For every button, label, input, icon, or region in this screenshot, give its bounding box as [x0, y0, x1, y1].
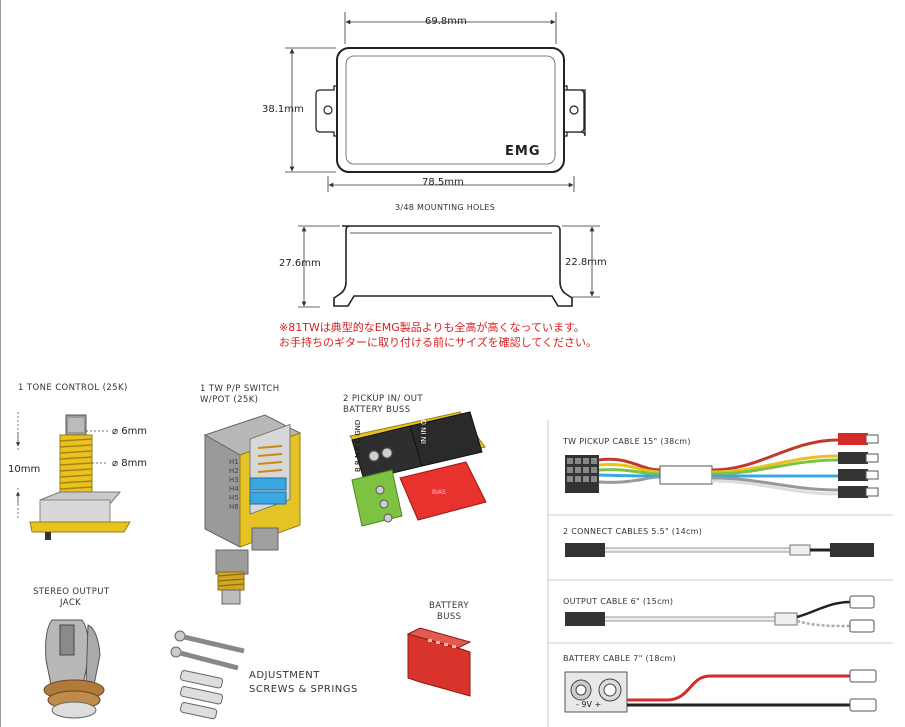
switch-blue-slots: [249, 477, 287, 505]
buss-label-gnd: GND: [354, 419, 362, 436]
dimension-width-bottom: [327, 176, 575, 192]
pp-switch: [203, 414, 302, 605]
buss-red-label: BIAS: [432, 489, 446, 496]
label-side-left: 27.6mm: [279, 258, 321, 269]
diameter-icon: ⌀: [112, 458, 122, 469]
diameter-icon: ⌀: [112, 426, 122, 437]
buss-top-label-in-1: IN: [420, 436, 428, 444]
label-battery-buss-2: BUSS: [437, 612, 462, 622]
switch-label-h2: H2: [229, 467, 239, 475]
pickup-side-view: [333, 225, 573, 307]
label-8mm-value: 8mm: [121, 458, 148, 469]
dimension-side-left: [298, 225, 340, 308]
tone-pot: [29, 414, 131, 540]
label-width-top: 69.8mm: [425, 16, 467, 27]
switch-h-labels: H1 H2 H3 H4 H5 H6: [229, 458, 239, 512]
cable-dividers: [547, 420, 893, 727]
buss-label-b: B: [354, 467, 362, 472]
connect-cable: [565, 543, 874, 557]
switch-label-h3: H3: [229, 476, 239, 484]
label-width-bottom: 78.5mm: [422, 177, 464, 188]
label-switch-2: W/POT (25K): [200, 395, 259, 405]
label-mounting: 3/48 MOUNTING HOLES: [395, 203, 496, 212]
label-buss-1: 2 PICKUP IN/ OUT: [343, 394, 424, 404]
buss-top-label-out: OUT: [420, 409, 428, 425]
dimension-width-top: [344, 12, 557, 44]
buss-label-o: O: [354, 438, 362, 444]
label-switch-1: 1 TW P/P SWITCH: [200, 384, 280, 394]
label-screws-1: ADJUSTMENT: [249, 670, 320, 681]
stereo-jack: [43, 619, 105, 719]
switch-pins: [257, 445, 283, 473]
label-height-left: 38.1mm: [262, 104, 304, 115]
label-battery-buss-1: BATTERY: [429, 601, 469, 611]
switch-label-h4: H4: [229, 485, 239, 493]
label-8mm: ⌀ 8mm: [112, 458, 147, 469]
buss-top-labels: IN IN OUT: [420, 410, 428, 444]
label-tw-pickup-cable: TW PICKUP CABLE 15" (38cm): [563, 437, 691, 446]
emg-logo: EMG: [505, 144, 541, 159]
battery-buss: [406, 627, 472, 697]
note-line-2: お手持ちのギターに取り付ける前にサイズを確認してください。: [279, 336, 598, 349]
label-jack-2: JACK: [60, 598, 82, 608]
pot-dimension-lines: [86, 430, 108, 464]
screws-and-springs: [170, 630, 245, 720]
buss-label-r: R: [354, 460, 362, 465]
label-6mm: ⌀ 6mm: [112, 426, 147, 437]
label-tone-control: 1 TONE CONTROL (25K): [18, 383, 128, 393]
label-side-right: 22.8mm: [565, 257, 607, 268]
label-6mm-value: 6mm: [121, 426, 148, 437]
output-cable: [565, 595, 875, 633]
pickup-buss: [349, 411, 487, 527]
left-border: [0, 0, 1, 727]
dimension-height-left: [285, 47, 336, 173]
label-connect-cables: 2 CONNECT CABLES 5.5" (14cm): [563, 527, 703, 536]
label-screws-2: SCREWS & SPRINGS: [249, 684, 358, 695]
battery-cable: [564, 669, 877, 713]
buss-top-label-in-2: IN: [420, 427, 428, 435]
dimension-side-right: [562, 225, 600, 298]
label-battery-cable: BATTERY CABLE 7" (18cm): [563, 654, 676, 663]
buss-side-labels: B R N K O GND: [354, 420, 362, 472]
note-line-1: ※81TWは典型的なEMG製品よりも全高が高くなっています。: [279, 321, 585, 334]
buss-label-n: N: [354, 452, 362, 458]
switch-label-h6: H6: [229, 503, 239, 511]
buss-label-k: K: [354, 445, 362, 451]
label-jack-1: STEREO OUTPUT: [33, 587, 110, 597]
switch-label-h5: H5: [229, 494, 239, 502]
switch-label-h1: H1: [229, 458, 239, 466]
pickup-top-view: [315, 47, 586, 173]
label-buss-2: BATTERY BUSS: [343, 405, 411, 415]
battery-9v-label: - 9V +: [576, 700, 602, 709]
tw-pickup-cable: [565, 433, 879, 498]
label-10mm: 10mm: [8, 464, 41, 475]
label-output-cable: OUTPUT CABLE 6" (15cm): [563, 597, 674, 606]
